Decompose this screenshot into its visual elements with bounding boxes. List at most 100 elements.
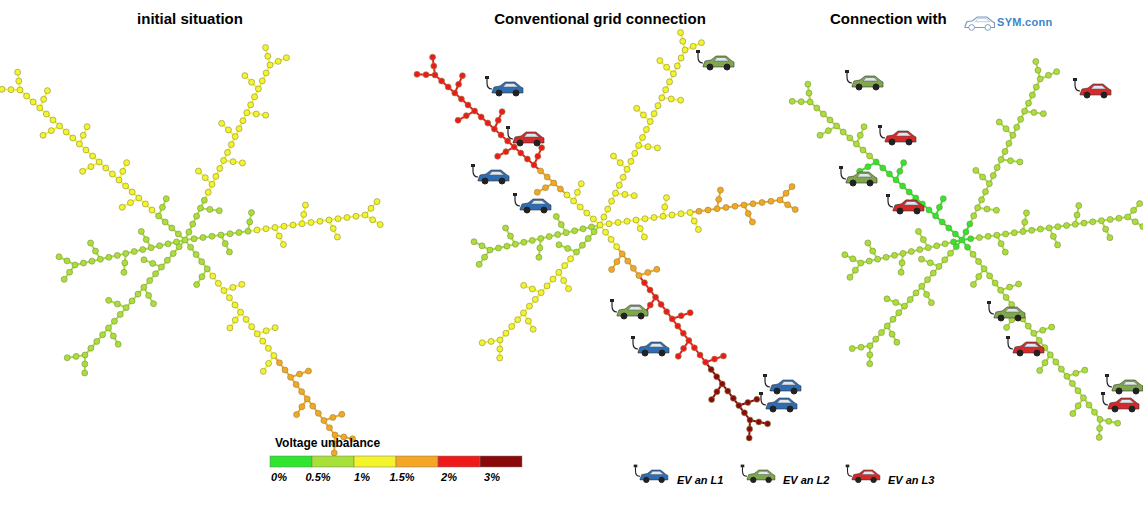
grid-node [362, 212, 368, 218]
grid-node [141, 284, 147, 290]
charging-plug [485, 76, 489, 79]
grid-node [1037, 368, 1043, 374]
grid-node [267, 62, 273, 68]
grid-node [432, 72, 438, 78]
grid-node [149, 207, 155, 213]
grid-node [129, 298, 135, 304]
grid-node [280, 242, 286, 248]
grid-node [973, 167, 979, 173]
grid-node [892, 252, 898, 258]
grid-node [537, 245, 543, 251]
grid-node [110, 333, 116, 339]
car-window [1024, 344, 1039, 348]
grid-node [216, 208, 222, 214]
grid-node [158, 264, 164, 270]
grid-node [430, 54, 436, 60]
grid-node [138, 228, 144, 234]
grid-node [585, 236, 591, 242]
grid-node [698, 40, 704, 46]
car-wheel [906, 139, 912, 145]
grid-node [82, 361, 88, 367]
grid-node [1011, 230, 1017, 236]
grid-node [455, 117, 461, 123]
grid-node [1018, 116, 1024, 122]
grid-node [305, 368, 311, 374]
car-wheel [644, 477, 649, 482]
grid-node [61, 276, 67, 282]
grid-node [186, 229, 192, 235]
legend-text: EV an L3 [888, 474, 934, 486]
grid-node [861, 124, 867, 130]
grid-node [140, 247, 146, 253]
grid-node [725, 388, 731, 394]
grid-node [976, 259, 982, 265]
ev-car [965, 17, 994, 30]
grid-node [936, 263, 942, 269]
grid-node [276, 360, 282, 366]
grid-node [148, 245, 154, 251]
charging-plug [513, 193, 517, 196]
grid-node [928, 300, 934, 306]
grid-node [476, 261, 482, 267]
car-wheel [871, 477, 876, 482]
grid-node [865, 240, 871, 246]
grid-node [529, 286, 535, 292]
grid-node [115, 341, 121, 347]
ev-car [485, 76, 523, 96]
charging-plug [846, 465, 850, 468]
grid-node [230, 159, 236, 165]
grid-node [789, 98, 795, 104]
car-wheel [850, 180, 856, 186]
grid-node [1073, 370, 1079, 376]
grid-node [82, 370, 88, 376]
grid-node [708, 366, 714, 372]
grid-node [1086, 402, 1092, 408]
grid-node [249, 79, 255, 85]
grid-node [563, 230, 569, 236]
grid-node [925, 245, 931, 251]
grid-node [1040, 111, 1046, 117]
grid-node [88, 345, 94, 351]
grid-node [96, 159, 102, 165]
color-bar-segment [396, 456, 438, 467]
grid-node [1075, 403, 1081, 409]
car-wheel [751, 477, 756, 482]
panel-title: Connection with [830, 10, 947, 27]
grid-node [741, 410, 747, 416]
grid-node [335, 216, 341, 222]
grid-node [601, 214, 607, 220]
charging-plug [845, 70, 849, 73]
grid-node [759, 200, 765, 206]
grid-node [1017, 159, 1023, 165]
car-wheel [724, 64, 730, 70]
ev-car [878, 125, 916, 145]
grid-node [272, 325, 278, 331]
grid-node [674, 63, 680, 69]
car-window [1091, 86, 1106, 90]
grid-node [660, 213, 666, 219]
grid-node [716, 196, 722, 202]
grid-node [1080, 395, 1086, 401]
grid-node [953, 244, 959, 250]
grid-node [555, 232, 561, 238]
grid-node [603, 229, 609, 235]
car-window [503, 84, 518, 88]
grid-node [64, 355, 70, 361]
grid-node [998, 157, 1004, 163]
charging-plug [610, 299, 614, 302]
grid-node [647, 302, 653, 308]
grid-node [686, 338, 692, 344]
grid-node [252, 94, 258, 100]
grid-node [106, 297, 112, 303]
product-logo: SYM.conn [997, 16, 1053, 28]
grid-node [670, 71, 676, 77]
car-wheel [766, 477, 771, 482]
grid-node [123, 305, 129, 311]
grid-node [37, 105, 43, 111]
grid-node [546, 234, 552, 240]
grid-node [1096, 434, 1102, 440]
grid-node [1029, 92, 1035, 98]
grid-node [67, 269, 73, 275]
grid-node [940, 196, 946, 202]
grid-node [571, 198, 577, 204]
